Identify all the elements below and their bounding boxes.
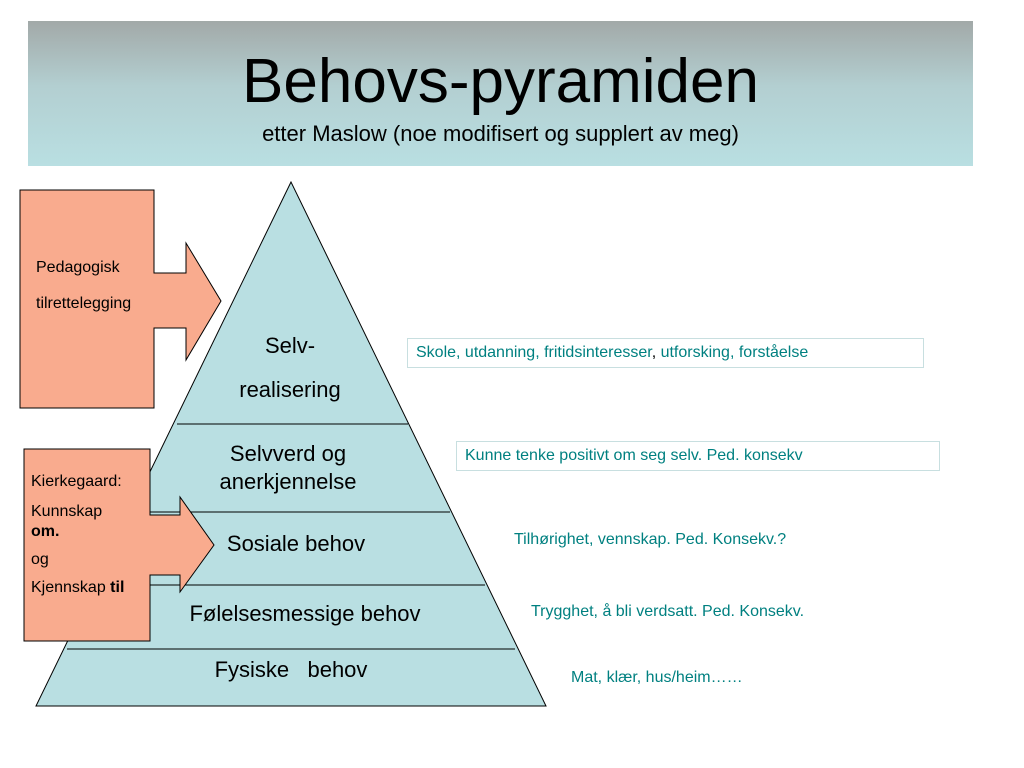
pedagogisk-text: Pedagogisk tilrettelegging [36,258,131,314]
note-sosiale: Tilhørighet, vennskap. Ped. Konsekv.? [514,531,787,548]
kierkegaard-line2: Kunnskap [31,503,103,520]
note-folelsesmessige: Trygghet, å bli verdsatt. Ped. Konsekv. [531,603,805,620]
kierkegaard-til: til [110,579,125,596]
note-selv-part1: Skole, utdanning, fritidsinteresser [416,344,652,361]
kierkegaard-arrow [23,448,215,642]
pedagogisk-arrow [19,189,222,409]
page-subtitle: etter Maslow (noe modifisert og supplert… [262,121,739,146]
level-selvverd: Selvverd og anerkjennelse [188,440,388,496]
level-selvverd-line2: anerkjennelse [219,469,357,494]
page-title: Behovs-pyramiden [242,47,759,116]
level-folelsesmessige: Følelsesmessige behov [189,601,421,626]
level-selvrealisering-line2: realisering [239,377,341,402]
note-selv-part2: utforsking, forståelse [656,344,809,361]
title-banner: Behovs-pyramiden etter Maslow (noe modif… [28,21,973,166]
kierkegaard-line4: Kjennskap [31,579,106,596]
note-selvverd: Kunne tenke positivt om seg selv. Ped. k… [456,441,940,471]
pedagogisk-line1: Pedagogisk [36,259,120,276]
level-sosiale: Sosiale behov [226,531,366,556]
level-selvverd-line1: Selvverd og [229,441,347,466]
kierkegaard-line3: og [31,551,49,568]
note-selv-comma: , [651,344,657,361]
kierkegaard-line1: Kierkegaard: [31,473,122,490]
note-selvrealisering: Skole, utdanning, fritidsinteresser, utf… [407,338,924,368]
level-selvrealisering: Selv- realisering [190,332,390,404]
level-fysiske: Fysiske behov [214,657,368,682]
kierkegaard-text: Kierkegaard: Kunnskap om. og Kjennskap t… [31,472,124,598]
level-selvrealisering-line1: Selv- [264,333,316,358]
pedagogisk-line2: tilrettelegging [36,295,132,312]
kierkegaard-om: om. [31,523,60,540]
note-fysiske: Mat, klær, hus/heim…… [571,669,743,686]
